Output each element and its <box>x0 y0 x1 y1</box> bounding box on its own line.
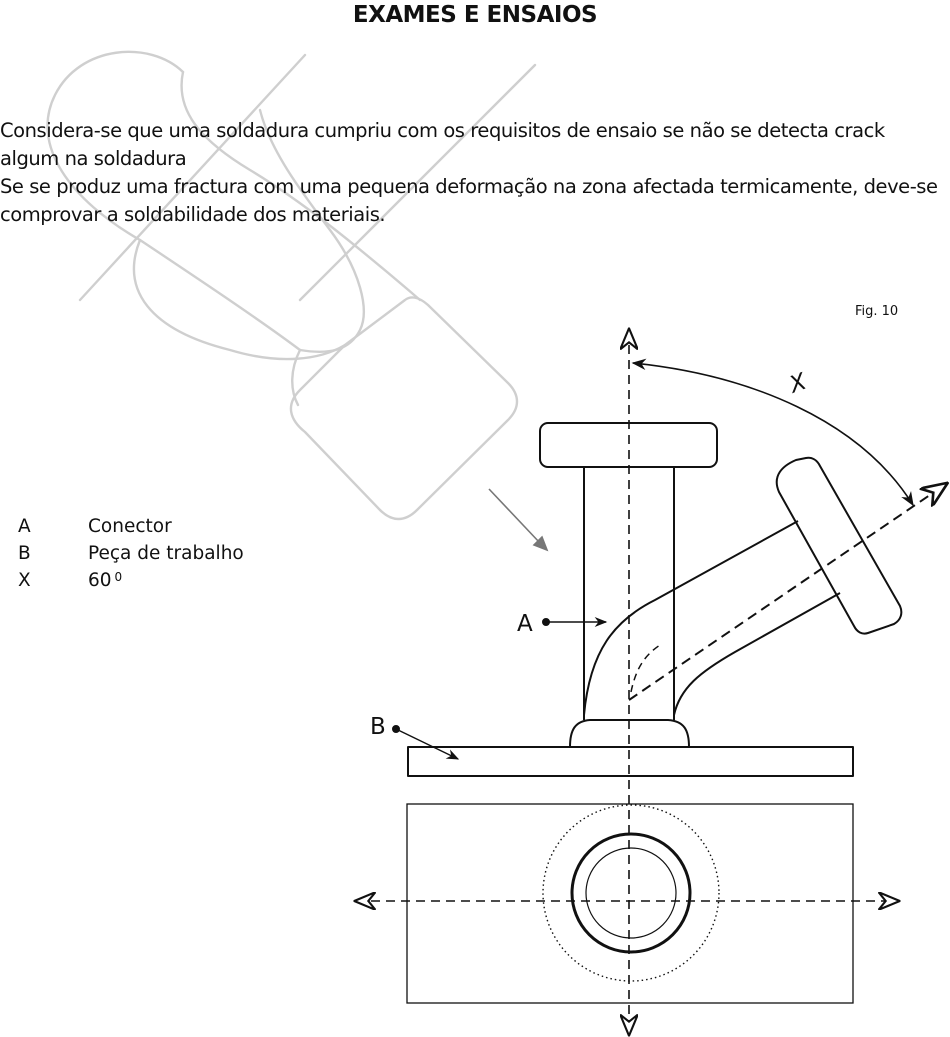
plan-outer-dotted-circle <box>542 804 720 982</box>
branch-pipe-lower-wall <box>583 520 799 716</box>
label-b: B <box>370 714 386 740</box>
branch-pipe-upper-wall <box>673 592 841 716</box>
label-x: X <box>785 368 811 399</box>
legend-key: X <box>18 570 31 591</box>
legend-key: A <box>18 516 31 537</box>
legend-row-b: B Peça de trabalho <box>18 540 244 567</box>
legend-text: Peça de trabalho <box>88 543 244 564</box>
workpiece-plate <box>407 746 854 777</box>
watermark-handle-line-1 <box>78 53 307 302</box>
legend-text: 60 <box>88 570 112 591</box>
watermark-handle-line-2 <box>298 63 537 302</box>
degree-superscript: 0 <box>114 570 123 584</box>
body-text: Considera-se que uma soldadura cumpriu c… <box>0 117 946 229</box>
angle-arc <box>631 358 914 507</box>
label-b-leader <box>395 728 460 760</box>
label-a: A <box>517 611 533 637</box>
branch-flange <box>775 456 903 635</box>
paragraph-2: Se se produz uma fractura com uma pequen… <box>0 175 938 226</box>
branch-pipe-inner-curve <box>630 644 661 693</box>
legend-key: B <box>18 543 31 564</box>
plan-pipe-outer-circle <box>570 832 692 954</box>
legend-row-a: A Conector <box>18 513 244 540</box>
pointer-arrowhead <box>532 535 549 552</box>
legend-text: Conector <box>88 516 172 537</box>
plan-view-plate <box>406 803 854 1004</box>
watermark-head <box>46 50 302 352</box>
top-flange <box>539 422 718 468</box>
figure-reference: Fig. 10 <box>855 304 899 319</box>
plan-pipe-inner-circle <box>585 847 677 939</box>
branch-centerline <box>628 484 946 701</box>
page-title: EXAMES E ENSAIOS <box>352 2 598 28</box>
watermark-grip <box>289 296 519 521</box>
paragraph-1: Considera-se que uma soldadura cumpriu c… <box>0 119 885 170</box>
pointer-arrow-shaft <box>488 488 541 544</box>
